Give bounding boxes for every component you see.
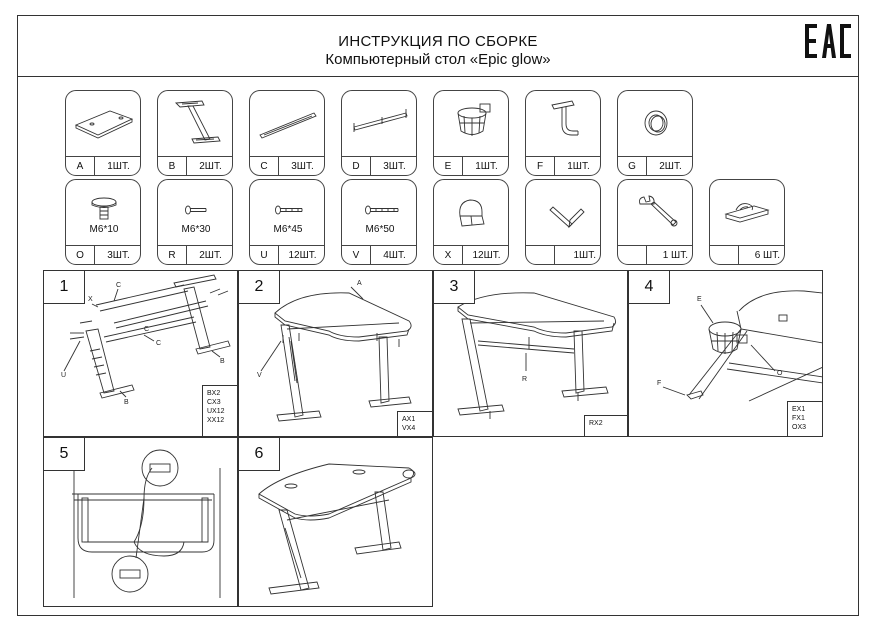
step-2-panel: A V 2 AX1 VX4 <box>238 270 433 437</box>
step-5-panel: 5 <box>43 437 238 607</box>
step-6-number: 6 <box>239 438 280 471</box>
svg-text:B: B <box>124 399 129 406</box>
crossbar-icon <box>259 112 317 139</box>
header-divider <box>17 76 859 77</box>
part-cable-clip: 6 ШТ. <box>709 179 785 265</box>
step-5-number: 5 <box>44 438 85 471</box>
svg-text:X: X <box>88 296 93 303</box>
step-3-bom: RX2 <box>584 415 627 436</box>
step-5-drawing <box>72 449 221 598</box>
step-2-drawing: A V <box>257 280 412 422</box>
step-4-bom: EX1 FX1 OX3 <box>787 401 822 436</box>
svg-text:B: B <box>220 358 225 365</box>
svg-text:E: E <box>697 296 702 303</box>
step-4-panel: E F O 4 EX1 FX1 OX3 <box>628 270 823 437</box>
allen-key-icon <box>549 206 585 229</box>
part-wrench: 1 ШТ. <box>617 179 693 265</box>
page-subtitle: Компьютерный стол «Epic glow» <box>325 51 551 68</box>
support-bar-icon <box>353 109 408 132</box>
svg-text:A: A <box>357 280 362 287</box>
page-title: ИНСТРУКЦИЯ ПО СБОРКЕ <box>338 33 538 50</box>
cable-clip-icon <box>724 203 770 223</box>
step-1-number: 1 <box>44 271 85 304</box>
long-bolt-icon <box>365 205 399 215</box>
assembly-steps: C X C C B U B 1 BX2 CX3 UX12 XX12 <box>43 270 823 607</box>
svg-text:R: R <box>522 376 527 383</box>
cap-nut-icon <box>459 199 485 227</box>
step-1-bom: BX2 CX3 UX12 XX12 <box>202 385 237 436</box>
svg-text:V: V <box>257 372 262 379</box>
step-2-number: 2 <box>239 271 280 304</box>
page-frame <box>17 15 859 616</box>
step-2-bom: AX1 VX4 <box>397 411 432 436</box>
svg-text:U: U <box>61 372 66 379</box>
z-leg-icon <box>174 100 221 144</box>
step-3-drawing: R <box>457 292 617 419</box>
step-4-number: 4 <box>629 271 670 304</box>
cup-holder-icon <box>457 103 491 136</box>
tabletop-icon <box>74 110 134 139</box>
short-bolt-icon <box>91 197 117 220</box>
step-1-drawing: C X C C B U B <box>61 274 231 406</box>
headphone-hook-icon <box>551 100 579 136</box>
step-1-panel: C X C C B U B 1 BX2 CX3 UX12 XX12 <box>43 270 238 437</box>
grommet-icon <box>644 110 668 136</box>
part-allen-key: 1ШТ. <box>525 179 601 265</box>
step-6-panel: 6 <box>238 437 433 607</box>
step-3-number: 3 <box>434 271 475 304</box>
bolt-icon <box>185 205 207 215</box>
bolt-icon <box>275 205 303 215</box>
step-6-drawing <box>258 463 416 595</box>
svg-text:C: C <box>116 282 121 289</box>
svg-text:C: C <box>144 326 149 333</box>
step-4-drawing: E F O <box>657 290 822 402</box>
svg-text:C: C <box>156 340 161 347</box>
wrench-icon <box>639 195 678 227</box>
step-3-panel: R 3 RX2 <box>433 270 628 437</box>
svg-text:F: F <box>657 380 661 387</box>
svg-text:O: O <box>777 370 783 377</box>
eac-certification-mark <box>805 24 851 58</box>
